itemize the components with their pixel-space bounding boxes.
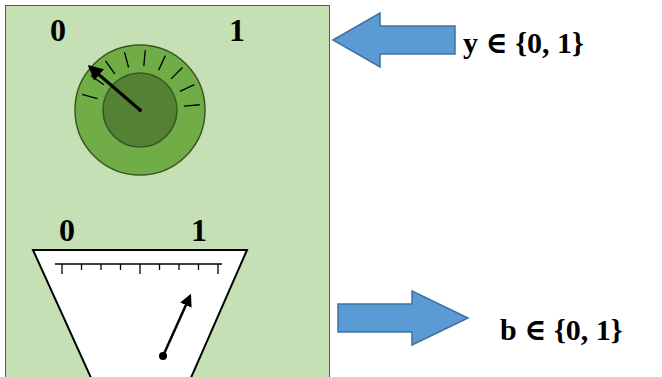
device-body	[5, 5, 330, 377]
signal-label: y ∈ {0, 1}	[463, 28, 584, 58]
meter-scale-label: 1	[191, 214, 207, 246]
input-arrow	[333, 13, 455, 67]
output-arrow	[338, 291, 468, 345]
meter-scale-label: 0	[59, 214, 75, 246]
meter-gauge	[33, 250, 247, 377]
device-box: 0 1 0 1	[5, 5, 330, 377]
dial-scale-label: 0	[50, 14, 66, 46]
dial-knob	[75, 45, 205, 175]
signal-label: b ∈ {0, 1}	[500, 315, 623, 345]
dial-scale-label: 1	[229, 14, 245, 46]
